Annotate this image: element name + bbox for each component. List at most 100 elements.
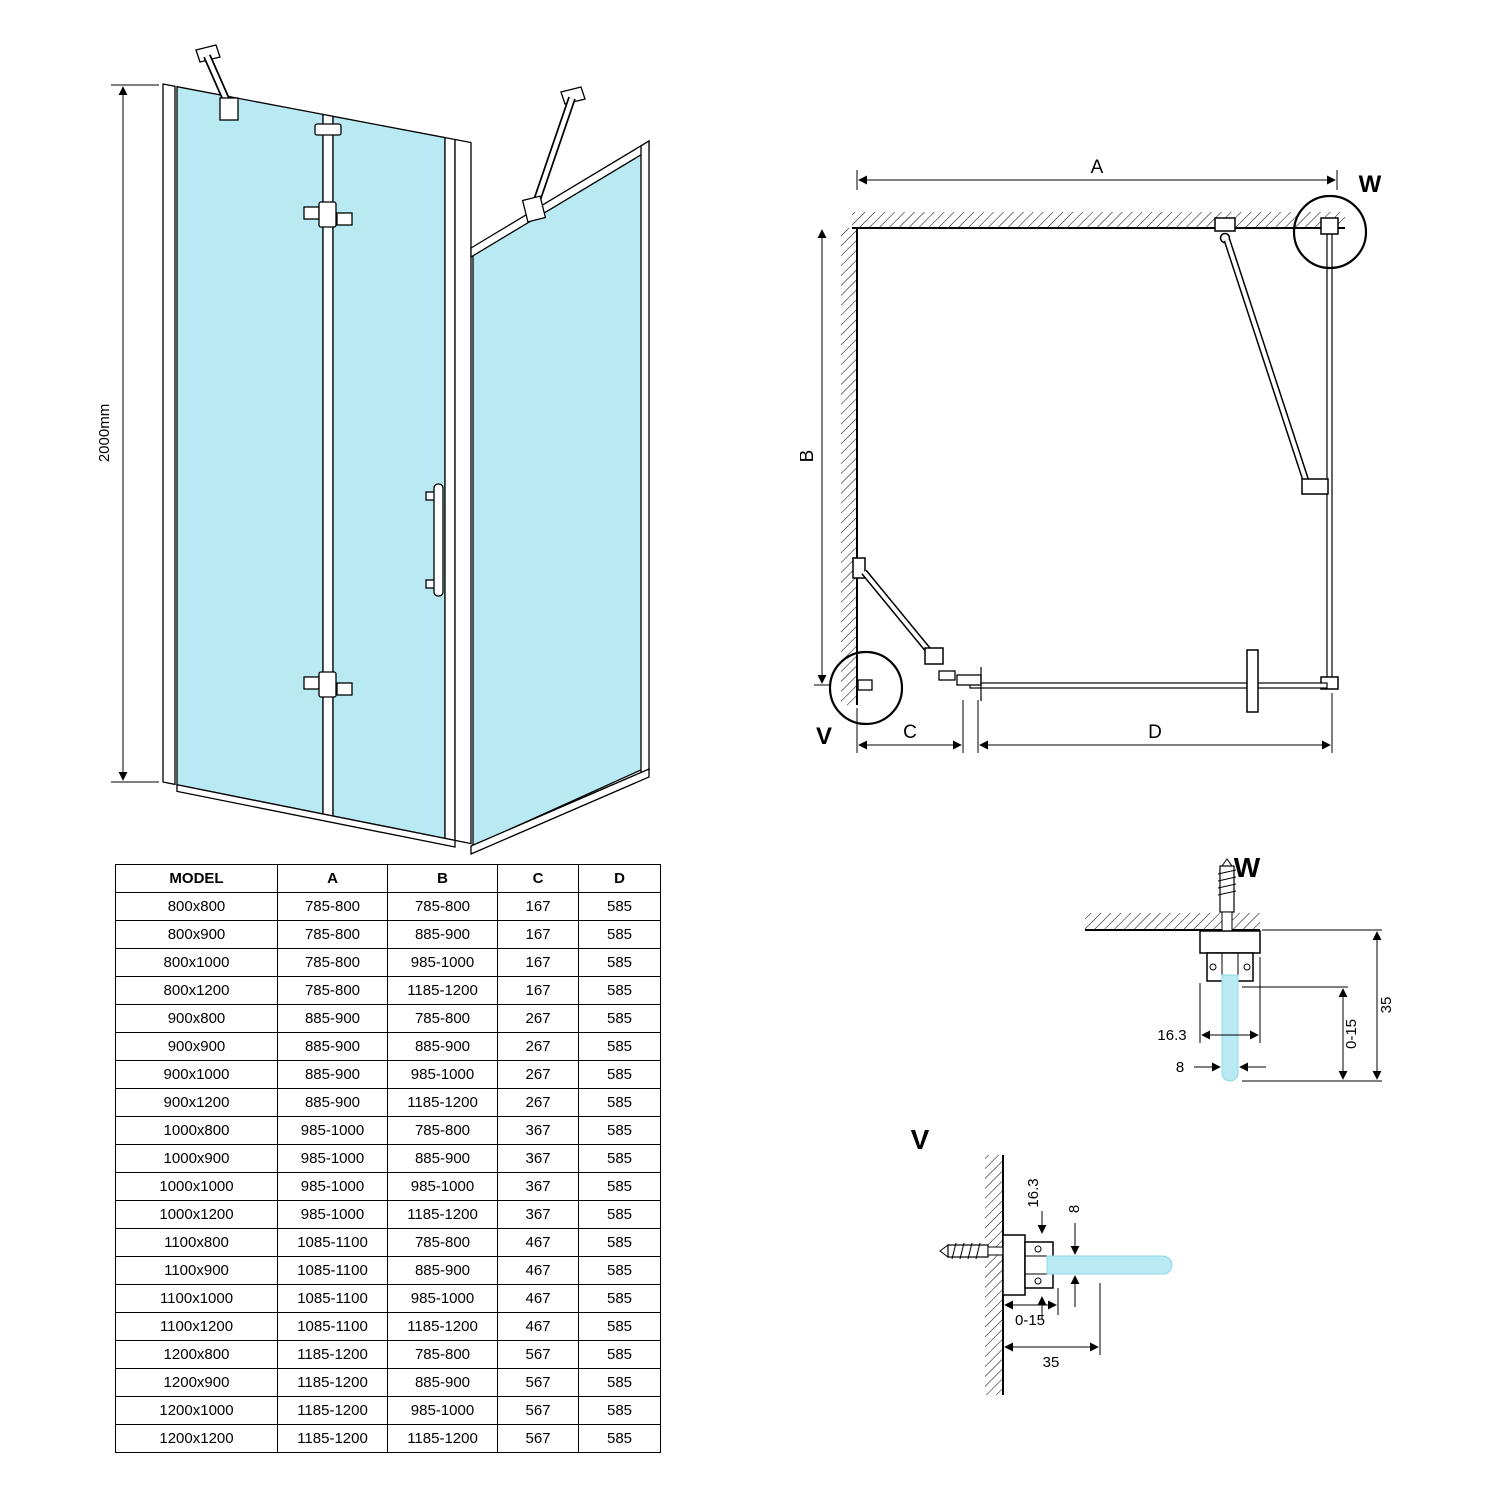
table-cell: 985-1000: [387, 1284, 498, 1313]
table-cell: 1185-1200: [387, 1088, 498, 1117]
table-cell: 1185-1200: [277, 1340, 388, 1369]
detail-marker-v-label: V: [816, 723, 832, 750]
table-cell: 1185-1200: [277, 1396, 388, 1425]
table-cell: 585: [578, 1368, 661, 1397]
table-cell: 800x900: [115, 920, 278, 949]
door-hinge-bottom: [303, 671, 353, 698]
table-cell: 1100x1200: [115, 1312, 278, 1341]
glass-section: [1221, 974, 1239, 1082]
table-cell: 1100x900: [115, 1256, 278, 1285]
table-cell: 267: [497, 1032, 579, 1061]
anchor-screw: [1217, 858, 1237, 933]
glass-clamp: [521, 195, 547, 223]
table-cell: 585: [578, 976, 661, 1005]
side-right-frame: [640, 139, 650, 775]
table-cell: 1185-1200: [277, 1368, 388, 1397]
table-cell: 467: [497, 1312, 579, 1341]
table-cell: 900x800: [115, 1004, 278, 1033]
wall-hatch: [1085, 913, 1260, 931]
table-cell: 885-900: [277, 1032, 388, 1061]
table-cell: 785-800: [387, 892, 498, 921]
side-panel: [470, 139, 650, 855]
door-handle-plan: [1246, 649, 1259, 713]
table-cell: 1085-1100: [277, 1256, 388, 1285]
table-cell: 1185-1200: [387, 1424, 498, 1453]
side-glass-panel: [472, 143, 644, 848]
table-cell: 1085-1100: [277, 1312, 388, 1341]
detail-v-title: V: [911, 1124, 930, 1155]
table-cell: 585: [578, 1312, 661, 1341]
front-glass-plan: [938, 649, 1328, 713]
dim-total: [1262, 929, 1382, 1082]
table-cell: 900x900: [115, 1032, 278, 1061]
dim-glass-label: 8: [1066, 1205, 1083, 1213]
table-cell: 167: [497, 892, 579, 921]
detail-w-drawing: W: [1085, 852, 1395, 1082]
height-dimension-label: 2000mm: [96, 404, 113, 462]
column-header: A: [277, 864, 388, 893]
table-cell: 985-1000: [277, 1144, 388, 1173]
door-handle: [425, 483, 444, 597]
dim-adjust-label: 0-15: [1343, 1019, 1360, 1049]
table-cell: 467: [497, 1228, 579, 1257]
table-cell: 800x1200: [115, 976, 278, 1005]
height-dimension: [111, 84, 159, 783]
table-cell: 800x1000: [115, 948, 278, 977]
table-cell: 1200x1000: [115, 1396, 278, 1425]
table-cell: 885-900: [387, 1256, 498, 1285]
support-bar-left: [195, 44, 239, 121]
dimension-c: [856, 700, 964, 753]
table-cell: 785-800: [387, 1004, 498, 1033]
table-cell: 585: [578, 1284, 661, 1313]
corner-post: [454, 138, 472, 845]
dim-adjust: [1004, 1288, 1059, 1315]
column-header: D: [578, 864, 661, 893]
table-cell: 1185-1200: [277, 1424, 388, 1453]
plan-view: A B: [800, 157, 1382, 753]
table-cell: 1100x800: [115, 1228, 278, 1257]
dimension-b-label: B: [800, 450, 818, 463]
table-cell: 1000x900: [115, 1144, 278, 1173]
door-hinge-top: [303, 201, 353, 228]
wall-profile-v: [857, 679, 873, 691]
table-cell: 785-800: [387, 1116, 498, 1145]
table-cell: 585: [578, 892, 661, 921]
table-cell: 167: [497, 948, 579, 977]
table-cell: 1000x1200: [115, 1200, 278, 1229]
anchor-screw: [939, 1242, 1004, 1260]
dimension-a-label: A: [1091, 157, 1104, 178]
perspective-drawing: 2000mm: [96, 44, 650, 855]
table-cell: 985-1000: [387, 948, 498, 977]
table-cell: 585: [578, 1144, 661, 1173]
dimension-b: [814, 229, 830, 686]
table-cell: 585: [578, 1228, 661, 1257]
dimension-a: [856, 170, 1338, 190]
table-cell: 1085-1100: [277, 1284, 388, 1313]
dim-profile: [1199, 957, 1261, 1043]
table-cell: 367: [497, 1144, 579, 1173]
dim-total-label: 35: [1043, 1354, 1060, 1371]
table-cell: 585: [578, 1116, 661, 1145]
dimension-c-label: C: [903, 722, 917, 743]
table-cell: 785-800: [277, 892, 388, 921]
table-cell: 585: [578, 1424, 661, 1453]
table-cell: 985-1000: [387, 1172, 498, 1201]
table-cell: 885-900: [387, 920, 498, 949]
dim-total-label: 35: [1378, 997, 1395, 1014]
table-cell: 785-800: [387, 1340, 498, 1369]
support-bar-right: [521, 86, 586, 223]
table-cell: 785-800: [277, 976, 388, 1005]
door-pivot: [956, 674, 982, 686]
support-bar-top-plan: [1214, 217, 1329, 495]
